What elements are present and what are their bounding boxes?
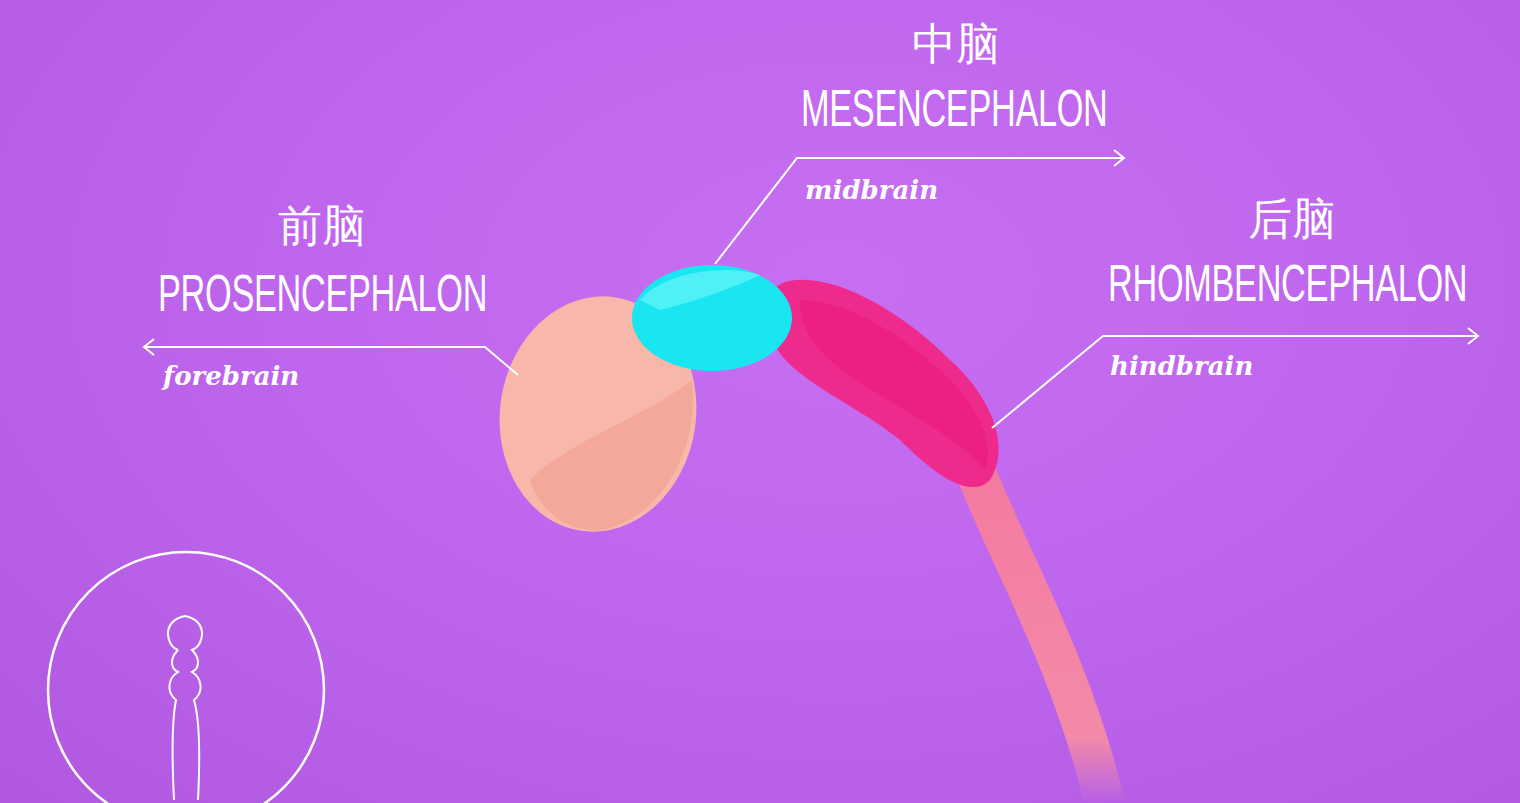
forebrain-shade — [530, 380, 693, 530]
region-label: RHOMBENCEPHALON — [1108, 255, 1467, 312]
region-label-cn: 前脑 — [278, 202, 366, 250]
spinal-cord — [975, 470, 1105, 803]
midbrain-vesicle — [632, 265, 792, 371]
region-label-en: forebrain — [163, 362, 299, 391]
region-label-cn: 后脑 — [1248, 195, 1336, 243]
bracket-end — [1468, 328, 1478, 344]
bracket-end — [144, 339, 154, 355]
hindbrain-shade — [800, 300, 988, 470]
hindbrain-vesicle — [766, 280, 998, 487]
leader-line — [715, 158, 1122, 264]
midbrain-highlight — [640, 270, 760, 310]
region-label-en: hindbrain — [1110, 352, 1253, 381]
leader-line — [992, 336, 1476, 428]
icon-circle — [48, 552, 324, 803]
neural-tube-icon — [168, 616, 202, 800]
region-label-en: midbrain — [805, 176, 938, 205]
region-label: MESENCEPHALON — [801, 80, 1108, 137]
region-label-cn: 中脑 — [912, 20, 1000, 68]
region-label: PROSENCEPHALON — [158, 265, 487, 322]
bracket-end — [1114, 150, 1124, 166]
